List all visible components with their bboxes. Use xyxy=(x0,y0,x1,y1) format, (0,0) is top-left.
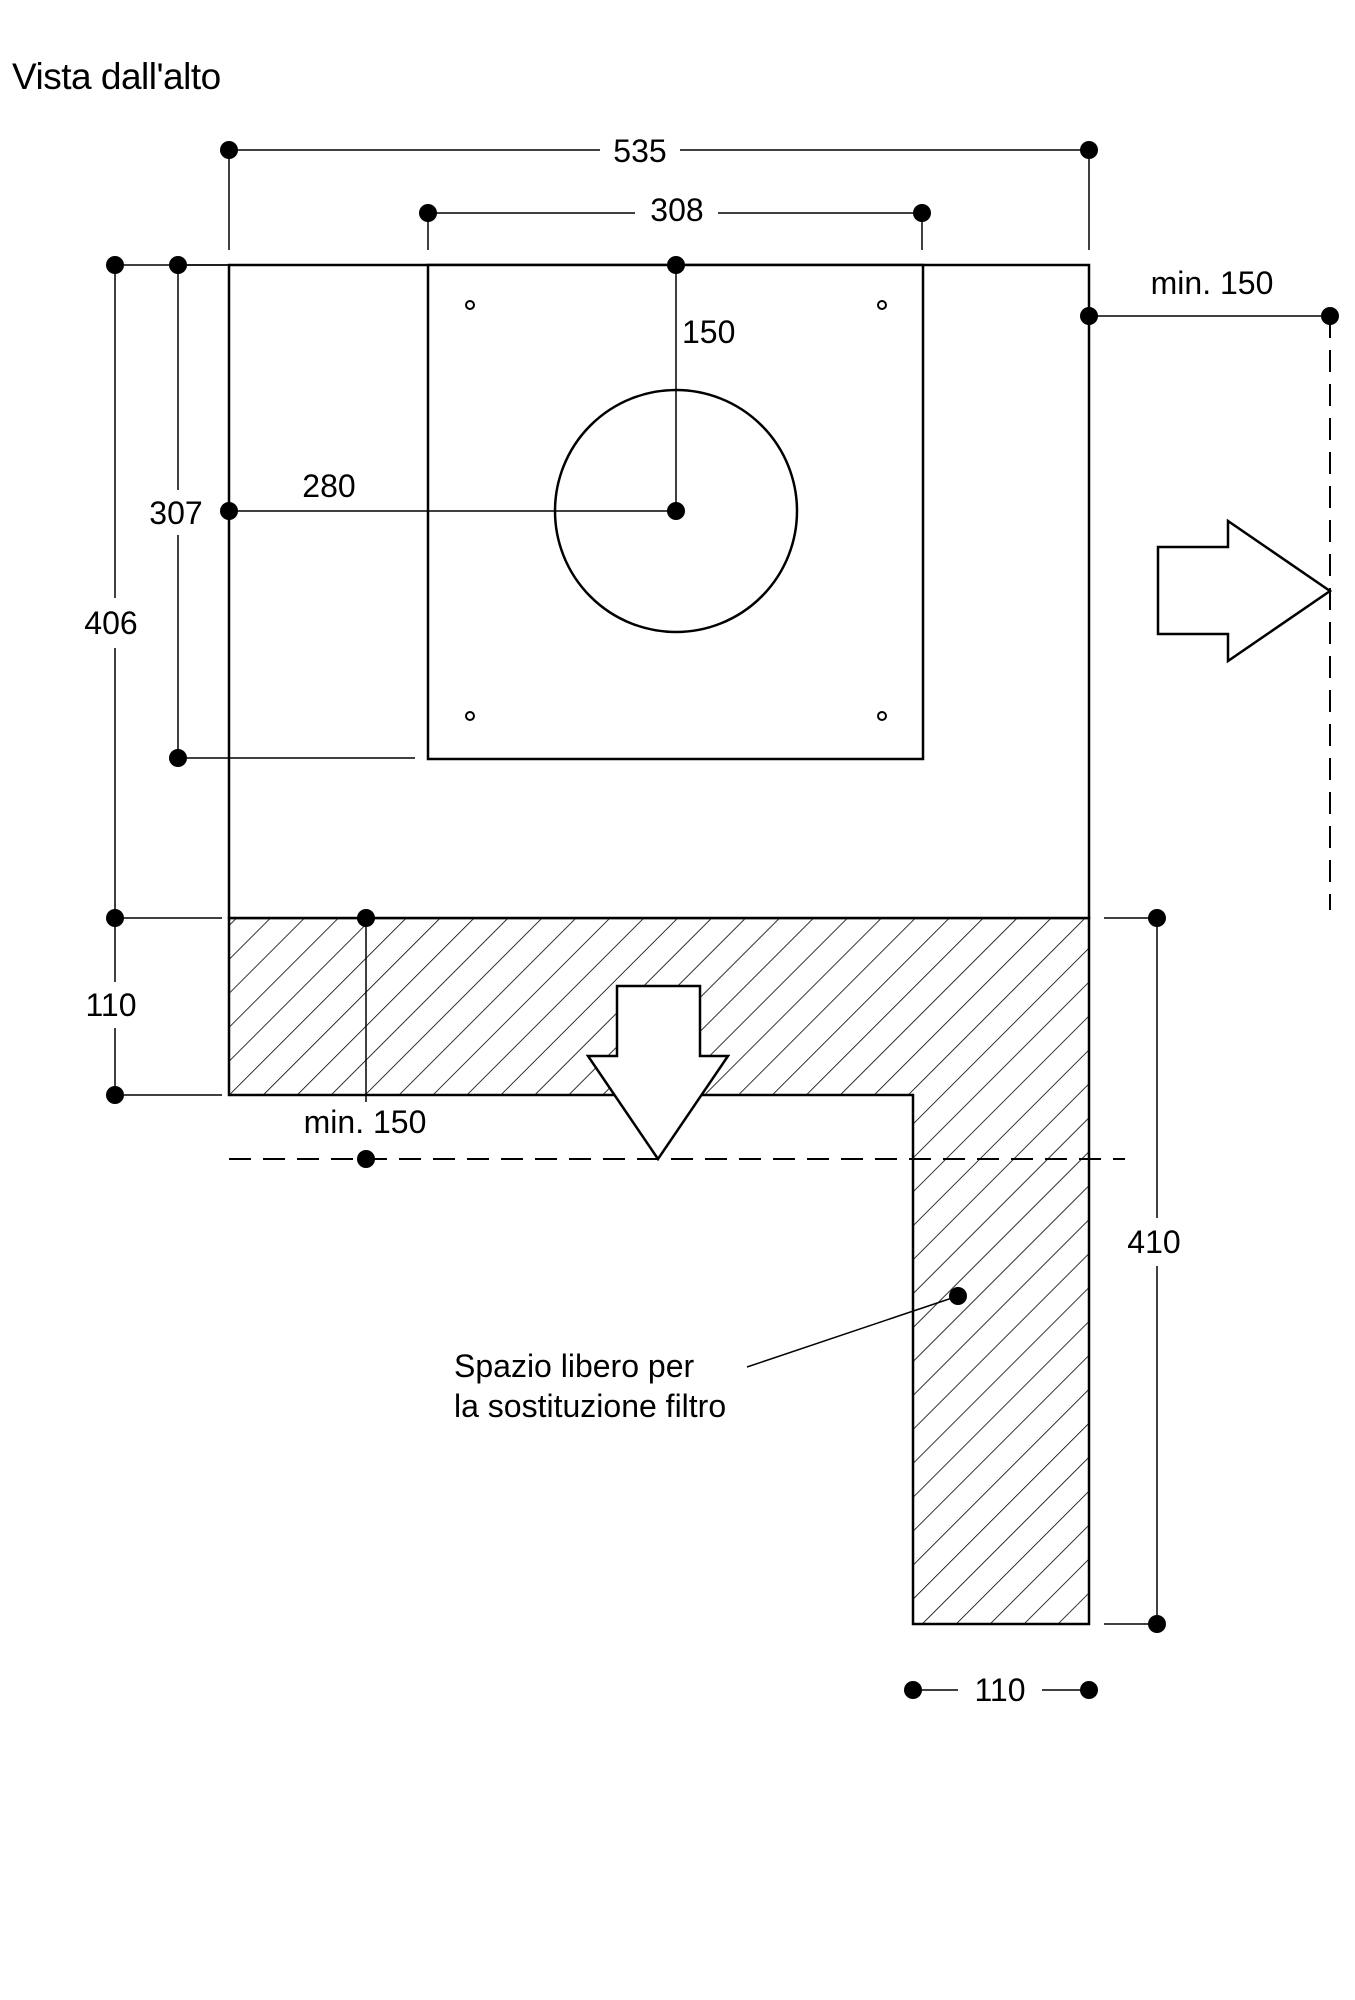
mounting-hole xyxy=(877,300,887,310)
mounting-hole xyxy=(465,300,475,310)
note-line-2: la sostituzione filtro xyxy=(454,1388,726,1424)
dim-side-min-clearance: min. 150 xyxy=(1080,265,1339,910)
dim-circle-to-back: 150 xyxy=(667,256,735,520)
dim-side-clearance-depth: 410 xyxy=(1104,909,1181,1633)
dim-overall-width-label: 535 xyxy=(613,133,666,169)
dim-unit-depth-label: 406 xyxy=(84,605,137,641)
page-title: Vista dall'alto xyxy=(12,56,221,97)
dim-plate-width: 308 xyxy=(419,192,931,250)
dim-side-clearance-depth-label: 410 xyxy=(1127,1224,1180,1260)
dim-circle-to-back-label: 150 xyxy=(682,314,735,350)
dim-side-min-clearance-label: min. 150 xyxy=(1151,265,1274,301)
dim-front-clearance: 110 xyxy=(85,917,222,1104)
dim-overall-width: 535 xyxy=(220,133,1098,250)
dim-plate-width-label: 308 xyxy=(650,192,703,228)
dim-plate-depth-label: 307 xyxy=(149,495,202,531)
mounting-hole xyxy=(877,711,887,721)
arrow-down-icon xyxy=(585,984,731,1162)
arrow-right-icon xyxy=(1156,518,1333,664)
dim-side-clearance-width-label: 110 xyxy=(974,1672,1025,1708)
dim-front-clearance-label: 110 xyxy=(85,987,136,1023)
mounting-hole xyxy=(465,711,475,721)
dim-unit-depth: 406 xyxy=(84,256,229,927)
mounting-holes xyxy=(465,300,887,721)
note-line-1: Spazio libero per xyxy=(454,1348,694,1384)
dim-side-clearance-width: 110 xyxy=(904,1672,1098,1708)
dim-circle-from-left-label: 280 xyxy=(302,468,355,504)
dim-circle-from-left: 280 xyxy=(220,468,676,520)
dim-plate-depth: 307 xyxy=(149,256,415,767)
dim-front-min-clearance-label: min. 150 xyxy=(304,1104,427,1140)
dim-front-min-clearance: min. 150 xyxy=(229,909,1125,1168)
note-leader xyxy=(746,1287,967,1368)
